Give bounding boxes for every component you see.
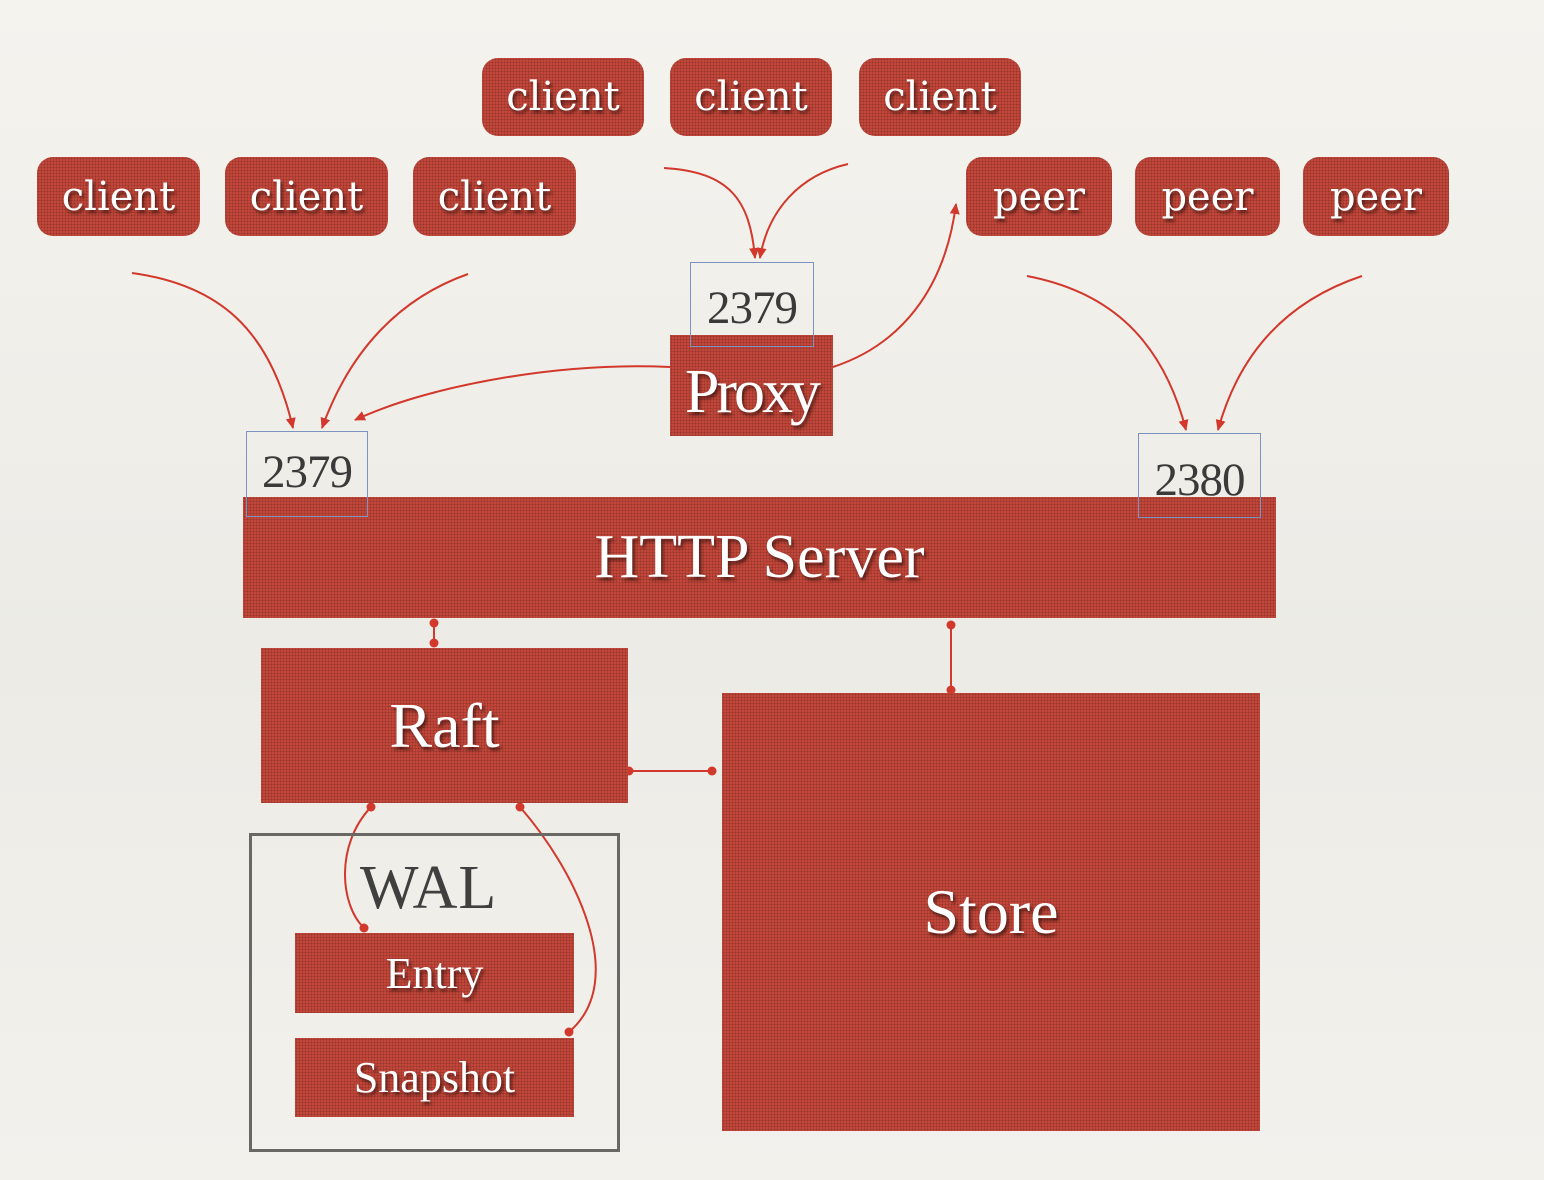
wal-title: WAL: [360, 854, 498, 922]
client-node: client: [670, 58, 832, 136]
peer-node: peer: [966, 157, 1112, 236]
wal-snapshot-box: Snapshot: [295, 1038, 574, 1117]
wal-container: [249, 833, 620, 1152]
connector-dot: [359, 923, 369, 933]
connector-dot: [429, 638, 439, 648]
wal-entry-box: Entry: [295, 933, 574, 1013]
connector-dot: [707, 766, 717, 776]
wal-snapshot-label: Snapshot: [353, 1053, 516, 1102]
client-node: client: [482, 58, 644, 136]
client-node: client: [225, 157, 388, 236]
peer-node: peer: [1135, 157, 1280, 236]
peer-node: peer: [1303, 157, 1449, 236]
arrow-peer-a: [1026, 275, 1189, 431]
client-node: client: [859, 58, 1021, 136]
line-raft-entry: [344, 806, 372, 929]
arrow-client-top-b: [756, 163, 849, 259]
raft-box: Raft: [261, 648, 628, 803]
arrow-client-top-a: [663, 167, 760, 259]
raft-label: Raft: [389, 689, 500, 761]
arrow-proxy-to-peer: [832, 203, 960, 368]
http-server-label: HTTP Server: [594, 523, 925, 591]
store-box: Store: [722, 693, 1260, 1131]
peer-port-label: 2380: [1138, 433, 1261, 518]
wal-entry-label: Entry: [385, 948, 484, 998]
proxy-label: Proxy: [684, 358, 821, 426]
arrow-client-left-b: [320, 273, 469, 429]
connector-dot: [946, 685, 956, 695]
proxy-port-label: 2379: [690, 262, 814, 347]
arrow-proxy-to-server: [354, 365, 671, 421]
connector-dot: [429, 618, 439, 628]
connector-dot: [515, 802, 525, 812]
arrow-client-left-a: [131, 272, 296, 429]
http-server-box: HTTP Server: [243, 497, 1276, 618]
client-node: client: [37, 157, 200, 236]
connector-dot: [366, 802, 376, 812]
client-node: client: [413, 157, 576, 236]
connector-dot: [946, 620, 956, 630]
store-label: Store: [923, 876, 1059, 947]
proxy-box: Proxy: [670, 335, 833, 436]
arrow-peer-b: [1215, 275, 1363, 431]
connector-dot: [564, 1027, 574, 1037]
client-port-label: 2379: [246, 431, 368, 517]
